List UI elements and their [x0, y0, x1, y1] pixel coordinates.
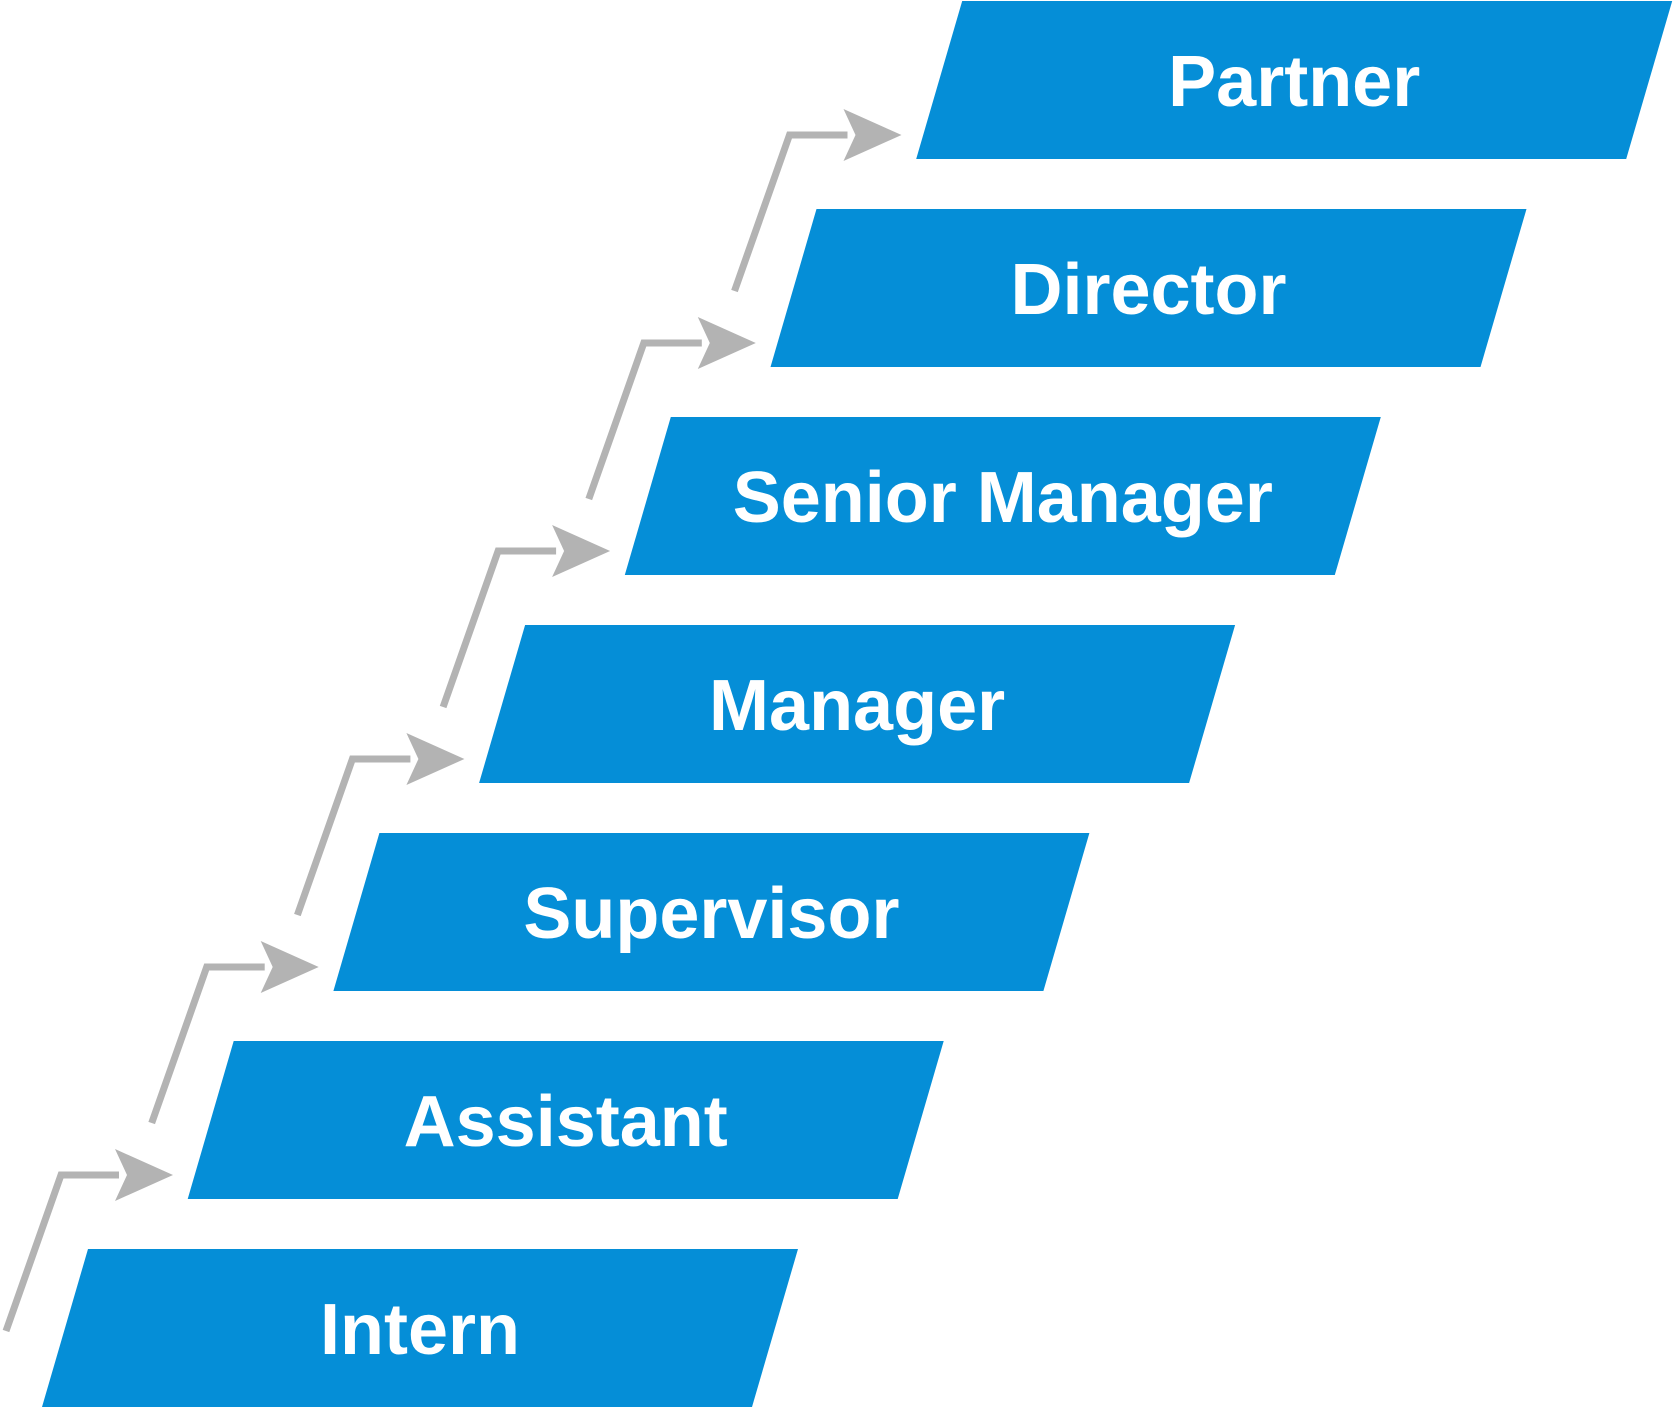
steps-group: Intern Assistant Supervisor Manager Seni…: [42, 1, 1673, 1407]
progression-arrow: [585, 339, 702, 501]
arrow-right-icon: [697, 317, 756, 369]
step-assistant: Assistant: [187, 1041, 944, 1199]
step-assistant-shape: [187, 1041, 944, 1199]
step-manager-shape: [479, 625, 1236, 783]
step-intern-shape: [42, 1249, 798, 1407]
arrows-group: [2, 109, 902, 1333]
step-assistant-label: Assistant: [404, 1082, 728, 1162]
progression-arrow: [439, 547, 557, 709]
step-intern-label: Intern: [320, 1290, 520, 1370]
progression-arrow: [2, 1171, 119, 1333]
step-partner-shape: [916, 1, 1673, 159]
step-director: Director: [770, 209, 1527, 367]
step-manager: Manager: [479, 625, 1236, 783]
arrow-right-icon: [552, 525, 611, 577]
step-senior-manager: Senior Manager: [624, 417, 1381, 575]
step-supervisor-label: Supervisor: [523, 874, 899, 954]
step-senior-manager-shape: [624, 417, 1381, 575]
step-manager-label: Manager: [709, 666, 1005, 746]
progression-arrow: [294, 755, 411, 917]
step-partner: Partner: [916, 1, 1673, 159]
step-partner-label: Partner: [1168, 42, 1420, 122]
progression-arrow: [148, 963, 265, 1125]
step-supervisor: Supervisor: [333, 833, 1090, 991]
step-supervisor-shape: [333, 833, 1090, 991]
step-director-label: Director: [1010, 250, 1286, 330]
arrow-right-icon: [406, 733, 465, 785]
step-senior-manager-label: Senior Manager: [733, 458, 1273, 538]
arrow-right-icon: [260, 941, 319, 993]
progression-arrow: [731, 131, 848, 293]
step-intern: Intern: [42, 1249, 798, 1407]
step-director-shape: [770, 209, 1527, 367]
arrow-right-icon: [843, 109, 902, 161]
arrow-right-icon: [115, 1149, 173, 1201]
